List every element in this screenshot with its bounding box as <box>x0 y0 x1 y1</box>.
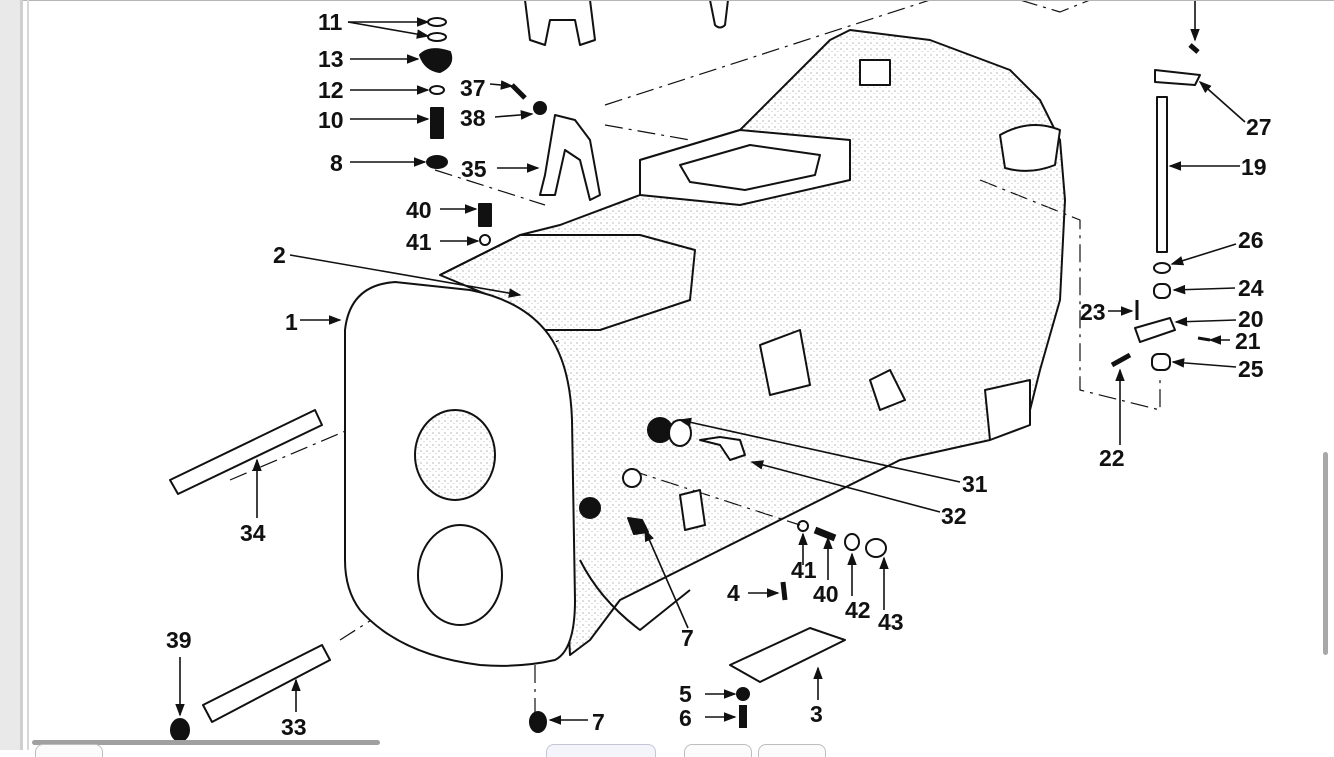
callout-38: 38 <box>460 105 486 131</box>
callout-32: 32 <box>941 503 967 529</box>
callout-40-bottom: 40 <box>813 581 839 607</box>
callout-7-bottom: 7 <box>592 709 605 735</box>
callout-5: 5 <box>679 681 692 707</box>
callout-24: 24 <box>1238 275 1264 301</box>
callout-43: 43 <box>878 609 904 635</box>
vertical-scrollbar[interactable] <box>1323 452 1328 655</box>
callout-13: 13 <box>318 46 344 72</box>
image-viewport[interactable]: 11 13 12 10 8 37 38 35 40 41 2 1 34 39 3… <box>30 1 1334 743</box>
callout-31: 31 <box>962 471 988 497</box>
callout-25: 25 <box>1238 356 1264 382</box>
callout-1: 1 <box>285 309 298 335</box>
callout-6: 6 <box>679 705 692 731</box>
callout-19: 19 <box>1241 154 1267 180</box>
callout-4: 4 <box>727 580 740 606</box>
callout-10: 10 <box>318 107 344 133</box>
callout-35: 35 <box>461 156 487 182</box>
bottom-tab-3[interactable] <box>684 744 752 757</box>
shaft-33 <box>202 644 331 723</box>
panel-divider-inner <box>27 0 29 750</box>
panel-divider[interactable] <box>20 0 23 750</box>
callout-3: 3 <box>810 701 823 727</box>
shaft-34 <box>169 409 323 495</box>
callout-40-top: 40 <box>406 197 432 223</box>
callout-20: 20 <box>1238 306 1264 332</box>
callout-33: 33 <box>281 714 307 740</box>
callout-39: 39 <box>166 627 192 653</box>
callout-26: 26 <box>1238 227 1264 253</box>
callout-41-bottom: 41 <box>791 557 817 583</box>
callout-12: 12 <box>318 77 344 103</box>
callout-23: 23 <box>1080 299 1106 325</box>
bottom-tab-2[interactable] <box>546 744 656 757</box>
bottom-tab-1[interactable] <box>35 744 103 757</box>
parts-diagram: 11 13 12 10 8 37 38 35 40 41 2 1 34 39 3… <box>166 1 1272 742</box>
callout-11: 11 <box>318 9 343 35</box>
callout-37: 37 <box>460 75 486 101</box>
callout-8: 8 <box>330 150 343 176</box>
left-side-panel <box>0 0 20 750</box>
callout-27: 27 <box>1246 114 1272 140</box>
horizontal-scrollbar[interactable] <box>32 740 380 745</box>
callout-22: 22 <box>1099 445 1125 471</box>
callout-41-top: 41 <box>406 229 432 255</box>
callout-2: 2 <box>273 242 286 268</box>
window-top-border <box>0 0 1334 1</box>
bottom-tab-4[interactable] <box>758 744 826 757</box>
callout-42: 42 <box>845 597 871 623</box>
callout-34: 34 <box>240 520 266 546</box>
callout-7-side: 7 <box>681 625 694 651</box>
cover-plate-3 <box>729 627 846 683</box>
callout-21: 21 <box>1235 328 1261 354</box>
